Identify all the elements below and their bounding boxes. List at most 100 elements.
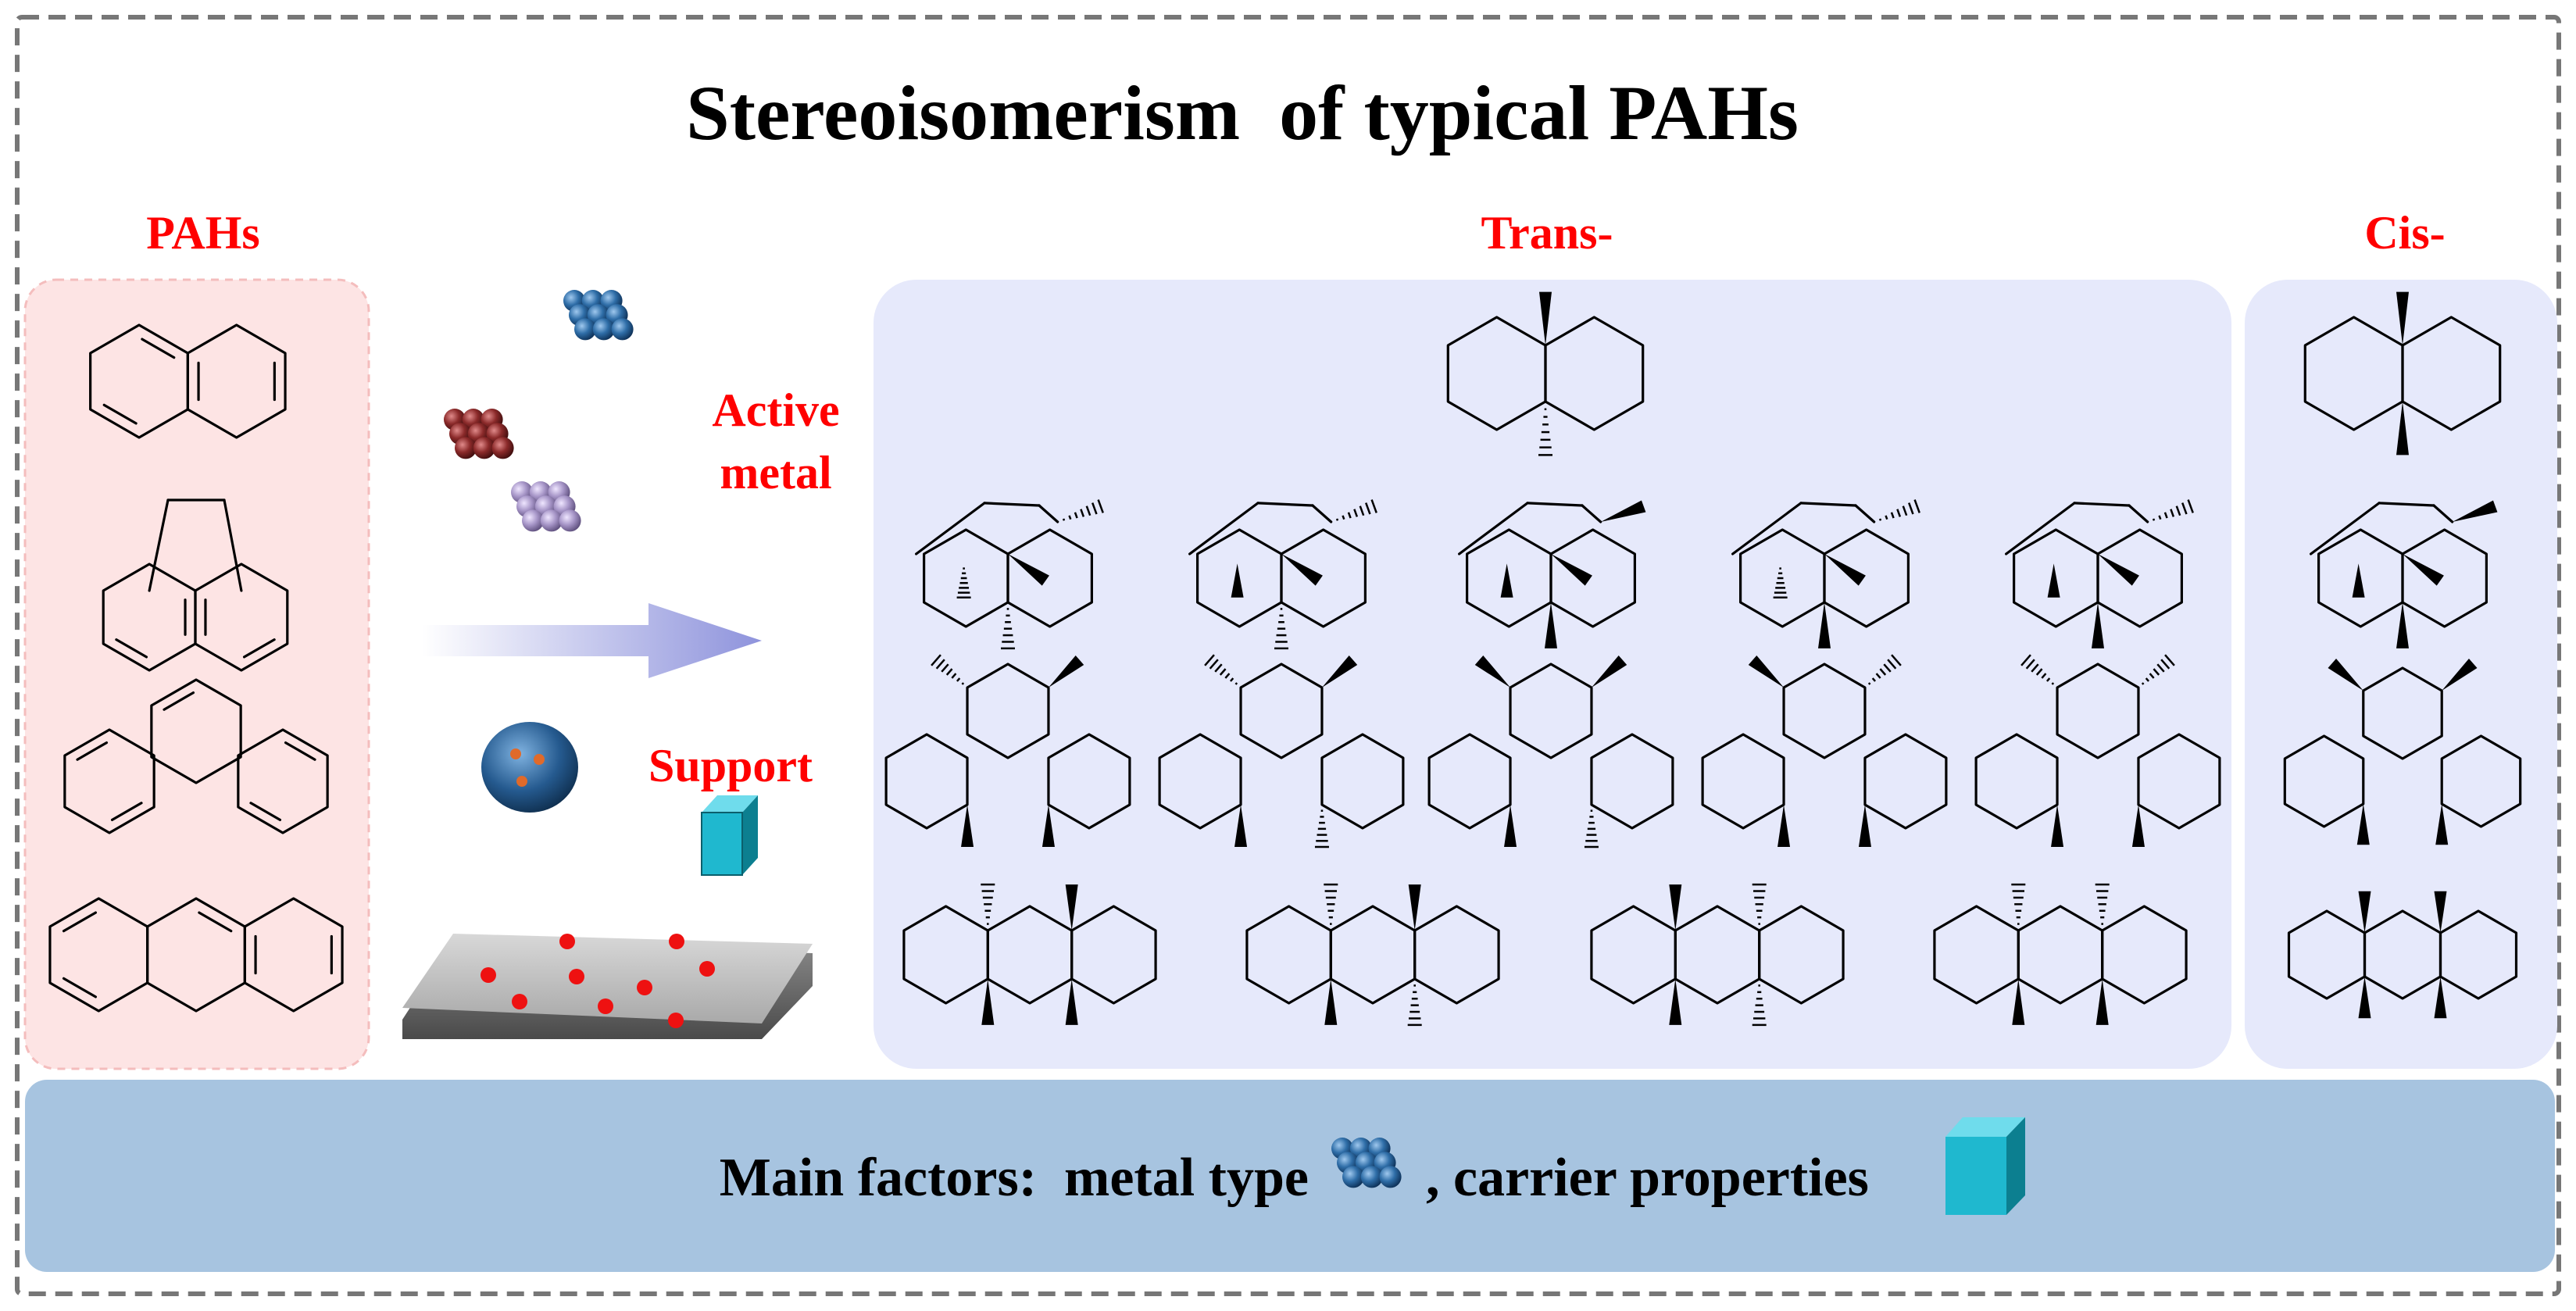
wedge-bond	[2452, 500, 2498, 522]
bond	[76, 741, 109, 761]
active-metal-label-line2: metal	[720, 447, 831, 498]
cis-panel	[2245, 280, 2557, 1069]
ring	[2137, 733, 2221, 830]
bond	[915, 502, 986, 555]
pahs-molecules	[48, 323, 344, 1013]
hashed-bond	[1584, 809, 1599, 848]
wedge-bond	[1008, 554, 1049, 586]
support-cube-icon	[701, 795, 758, 876]
wedge-bond	[1818, 602, 1831, 648]
wedge-bond	[2396, 402, 2409, 455]
metal-cluster-blue-icon	[563, 290, 634, 341]
hashed-bond	[1324, 883, 1338, 925]
wedge-bond	[1231, 563, 1244, 598]
bond	[110, 802, 143, 822]
trans-perhydrophenanthrene-2	[1158, 654, 1405, 848]
wedge-bond	[1600, 500, 1646, 522]
main-factors-prefix: Main factors: metal type	[720, 1148, 1309, 1208]
ring	[884, 733, 969, 830]
support-label: Support	[648, 740, 813, 791]
ring	[194, 563, 289, 672]
wedge-bond	[1324, 979, 1338, 1025]
ring	[1590, 733, 1674, 830]
hashed-bond	[2152, 499, 2194, 521]
ring	[63, 728, 155, 834]
active-metal-label-line1: Active	[712, 384, 839, 436]
wedge-bond	[1065, 884, 1078, 931]
trans-perhydrophenanthrene-5	[1974, 654, 2221, 847]
wedge-bond	[1669, 979, 1682, 1025]
ring	[1863, 733, 1948, 830]
support-plate-icon	[402, 934, 813, 1039]
bond	[163, 691, 195, 711]
wedge-bond	[1591, 655, 1627, 688]
bond	[62, 911, 98, 933]
metal-cluster-red-icon	[444, 409, 514, 459]
trans-label: Trans-	[1481, 207, 1613, 259]
wedge-bond	[1539, 291, 1552, 345]
wedge-bond	[1824, 554, 1866, 586]
wedge-bond	[1281, 554, 1323, 586]
bond	[284, 741, 316, 761]
ring	[1701, 733, 1785, 830]
diagram-title: Stereoisomerism of typical PAHs	[686, 70, 1799, 156]
wedge-bond	[2434, 891, 2447, 933]
wedge-bond	[1474, 655, 1511, 688]
bond	[1458, 502, 1529, 555]
bond	[249, 802, 282, 822]
bond	[2128, 504, 2149, 523]
ring	[1427, 733, 1512, 830]
bond	[2432, 504, 2454, 523]
hashed-bond	[2095, 883, 2110, 925]
wedge-bond	[1048, 655, 1084, 688]
wedge-bond	[1748, 655, 1785, 688]
trans-perhydroacenaphthene-1	[915, 499, 1104, 650]
pahs-label: PAHs	[146, 207, 260, 259]
hashed-bond	[1314, 809, 1329, 848]
hashed-bond	[956, 567, 971, 599]
bond	[1731, 502, 1802, 555]
bond	[2378, 502, 2435, 507]
trans-perhydrophenanthrene-4	[1701, 654, 1948, 847]
trans-perhydroacenaphthene-2	[1188, 499, 1377, 650]
trans-perhydroacenaphthene-4	[1731, 499, 1920, 648]
trans-perhydroanthracene-3	[1590, 883, 1845, 1027]
ring	[243, 897, 344, 1013]
anthracene-structure	[48, 897, 344, 1013]
hashed-bond	[1001, 608, 1015, 650]
wedge-bond	[2396, 291, 2409, 345]
naphthalene-structure	[89, 323, 287, 439]
trans-perhydroacenaphthene-5	[2005, 499, 2194, 648]
bond	[983, 502, 1041, 507]
bond	[115, 638, 148, 659]
bond	[62, 977, 98, 998]
hashed-bond	[1867, 654, 1902, 685]
wedge-bond	[2131, 805, 2145, 847]
bond	[242, 638, 276, 659]
wedge-bond	[1234, 805, 1248, 847]
bond	[1581, 504, 1602, 523]
ring	[1158, 733, 1242, 830]
bond	[102, 403, 138, 425]
wedge-bond	[2098, 554, 2139, 586]
bond	[198, 911, 233, 933]
hashed-bond	[1878, 499, 1920, 521]
wedge-bond	[2352, 563, 2365, 598]
ring	[2101, 905, 2188, 1005]
ring	[2056, 663, 2140, 759]
wedge-bond	[1858, 805, 1871, 847]
footer-metal-type-icon	[1331, 1138, 1402, 1188]
footer-carrier-cube-icon	[1945, 1117, 2025, 1215]
bond	[2310, 502, 2381, 555]
wedge-bond	[1500, 563, 1513, 598]
wedge-bond	[2051, 805, 2064, 847]
hashed-bond	[1204, 654, 1238, 685]
cis-perhydrophenanthrene	[2283, 658, 2522, 845]
trans-perhydroanthracene-2	[1245, 883, 1500, 1027]
hashed-bond	[2020, 654, 2055, 685]
wedge-bond	[2442, 658, 2478, 691]
ring	[1758, 905, 1845, 1005]
wedge-bond	[2095, 979, 2109, 1025]
trans-perhydroanthracene-1	[902, 883, 1157, 1025]
